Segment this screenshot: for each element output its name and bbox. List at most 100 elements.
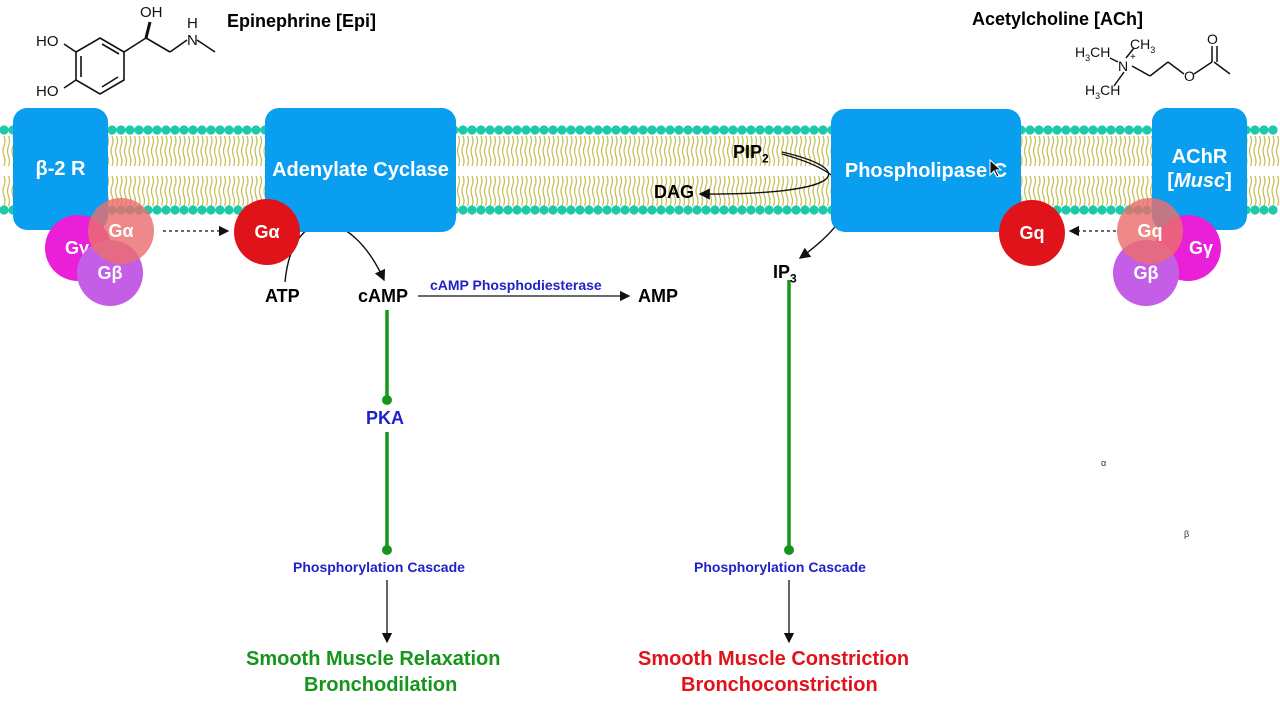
lipid-head [512,205,522,215]
adenylate-cyclase[interactable]: Adenylate Cyclase [265,108,456,232]
lipid-head [782,125,792,135]
lipid-head [530,125,540,135]
lipid-head [629,205,639,215]
lipid-head [1259,125,1269,135]
lipid-head [584,125,594,135]
lipid-head [1025,125,1035,135]
outcome-bronchodilation: Bronchodilation [304,674,458,696]
lipid-head [107,125,117,135]
lipid-head [611,125,621,135]
ach-ch3-bottom: H3CH [1085,82,1121,101]
lipid-head [692,125,702,135]
left-g-alpha: Gα [88,198,154,264]
lipid-head [1070,125,1080,135]
stray-alpha: α [1101,458,1107,468]
lipid-head [215,205,225,215]
lipid-head [719,205,729,215]
cascade-node-right [784,545,794,555]
lipid-head [719,125,729,135]
ach-ch3-top: CH3 [1130,36,1156,55]
pka-node [382,395,392,405]
lipid-head [485,205,495,215]
lipid-head [818,205,828,215]
lipid-head [1088,125,1098,135]
lipid-head [1079,205,1089,215]
lipid-head [494,205,504,215]
lipid-head [467,205,477,215]
lipid-head [494,125,504,135]
lipid-head [566,125,576,135]
lipid-head [152,205,162,215]
epi-n: N [187,32,198,49]
lipid-head [170,205,180,215]
lipid-head [242,125,252,135]
ach-n: N [1118,58,1129,74]
epi-ho-top: HO [36,33,59,50]
lipid-head [1250,125,1260,135]
lipid-head [0,205,9,215]
outcome-relaxation: Smooth Muscle Relaxation [246,648,501,670]
lipid-head [620,205,630,215]
pip2-label: PIP2 [733,142,769,166]
lipid-head [701,125,711,135]
acetylcholine-title: Acetylcholine [ACh] [972,9,1144,29]
lipid-head [710,125,720,135]
ach-o-carbonyl: O [1207,31,1218,47]
cascade-node-left [382,545,392,555]
lipid-head [458,205,468,215]
lipid-head [179,125,189,135]
lipid-head [692,205,702,215]
lipid-head [728,125,738,135]
lipid-head [575,125,585,135]
lipid-head [665,205,675,215]
lipid-head [764,125,774,135]
lipid-head [548,125,558,135]
lipid-head [143,125,153,135]
epi-oh: OH [140,4,163,21]
lipid-head [1115,125,1125,135]
ach-n-plus: + [1130,52,1136,63]
lipid-head [1142,125,1152,135]
achr-sub-label: [Musc] [1167,170,1232,192]
lipid-head [647,125,657,135]
epinephrine-structure [63,21,216,95]
lipid-head [125,125,135,135]
lipid-head [737,125,747,135]
lipid-head [782,205,792,215]
lipid-head [575,205,585,215]
free-g-q: Gq [999,200,1065,266]
lipid-head [773,125,783,135]
lipid-head [674,205,684,215]
lipid-head [170,125,180,135]
mouse-cursor-icon [989,159,1003,178]
lipid-head [593,205,603,215]
lipid-head [503,125,513,135]
ach-o-ester: O [1184,68,1195,84]
lipid-head [611,205,621,215]
camp-label: cAMP [358,286,409,306]
lipid-head [638,205,648,215]
lipid-head [1097,125,1107,135]
lipid-head [188,125,198,135]
lipid-head [1268,205,1278,215]
lipid-head [710,205,720,215]
lipid-head [1088,205,1098,215]
lipid-head [1061,125,1071,135]
cascade-label-left: Phosphorylation Cascade [293,559,465,575]
lipid-head [557,125,567,135]
lipid-head [566,205,576,215]
lipid-head [764,205,774,215]
achr-label: AChR [1171,146,1228,168]
lipid-head [197,205,207,215]
lipid-head [0,125,9,135]
lipid-head [521,205,531,215]
musc-label: Musc [1173,170,1226,192]
beta2-receptor[interactable]: β-2 R [13,108,108,230]
dag-label: DAG [654,182,694,202]
lipid-head [1106,205,1116,215]
lipid-head [1043,125,1053,135]
muscarinic-receptor[interactable]: AChR [Musc] [1152,108,1247,230]
phospholipase-c[interactable]: Phospholipase C [831,109,1021,232]
cascade-label-right: Phosphorylation Cascade [694,559,866,575]
